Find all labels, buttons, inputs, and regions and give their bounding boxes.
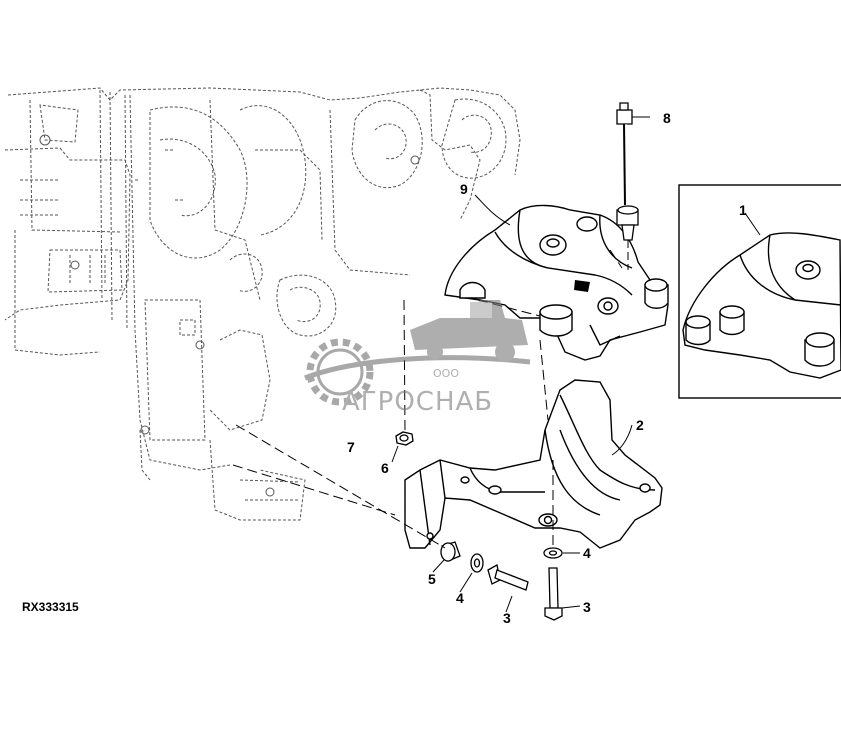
callout-8: 8 bbox=[663, 110, 671, 126]
detail-inset bbox=[678, 184, 841, 399]
figure-reference-id: RX333315 bbox=[22, 600, 79, 614]
callout-3-left: 3 bbox=[503, 610, 511, 626]
callout-labels: 1 2 3 3 4 4 5 6 7 8 9 bbox=[347, 110, 747, 626]
leader-lines bbox=[391, 194, 633, 613]
watermark-brand: АГРОСНАБ bbox=[342, 387, 493, 417]
bracket-9 bbox=[444, 204, 669, 361]
callout-6: 6 bbox=[381, 460, 389, 476]
callout-4-left: 4 bbox=[456, 590, 464, 606]
gear-icon bbox=[306, 338, 374, 406]
watermark-logo: ООО АГРОСНАБ bbox=[304, 300, 531, 417]
callout-3-right: 3 bbox=[583, 599, 591, 615]
callout-5: 5 bbox=[428, 571, 436, 587]
combine-harvester-icon bbox=[410, 300, 528, 362]
callout-1: 1 bbox=[739, 202, 747, 218]
swoosh-icon bbox=[304, 355, 531, 381]
callout-7: 7 bbox=[347, 439, 355, 455]
callout-9: 9 bbox=[460, 181, 468, 197]
assembly-lines bbox=[232, 249, 623, 549]
sensor-8 bbox=[616, 102, 650, 241]
housing-bolt-holes bbox=[39, 134, 420, 497]
callout-4-right: 4 bbox=[583, 545, 591, 561]
transmission-housing bbox=[4, 87, 521, 521]
watermark-prefix: ООО bbox=[433, 367, 459, 380]
callout-2: 2 bbox=[636, 417, 644, 433]
